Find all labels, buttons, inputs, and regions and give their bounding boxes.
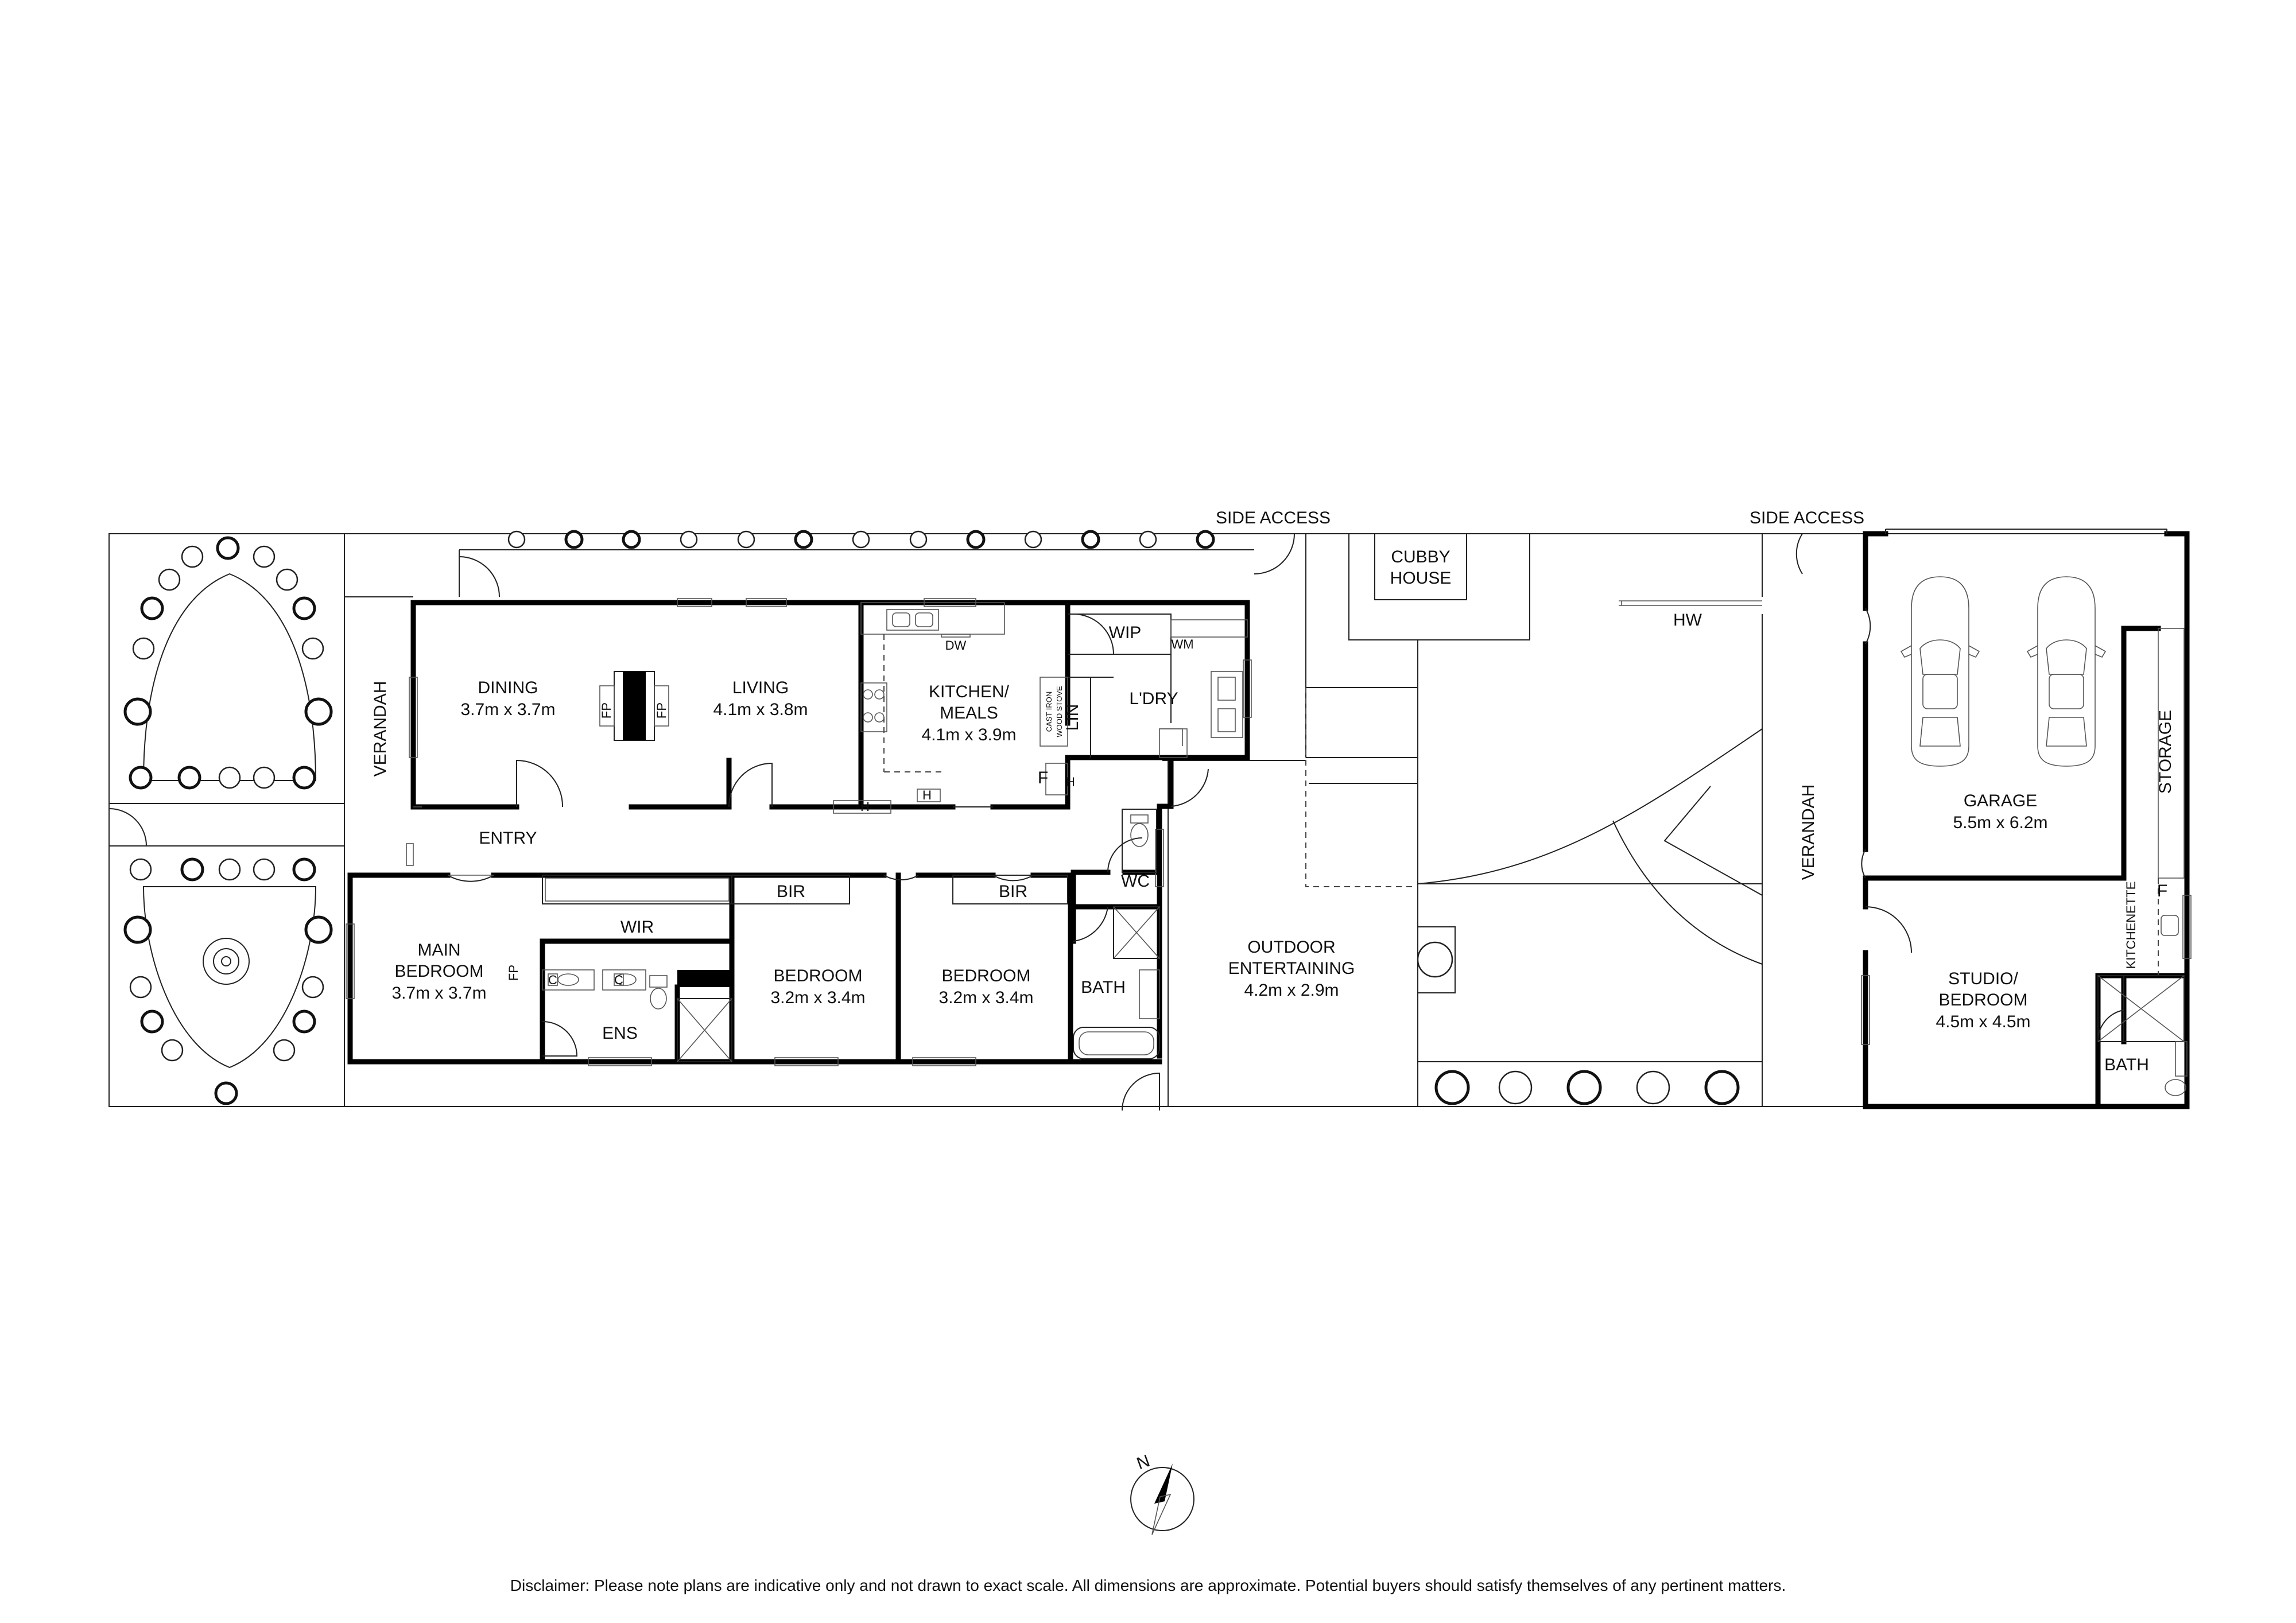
wood-stove-label: WOOD STOVE (1055, 686, 1064, 737)
room-size-garage: 5.5m x 6.2m (1953, 813, 2047, 832)
room-name-garage: GARAGE (1964, 791, 2037, 810)
side-access-label-1: SIDE ACCESS (1216, 508, 1331, 527)
c-label-2: C (614, 973, 623, 987)
north-arrow-icon: N (1130, 1451, 1194, 1535)
room-name-bedroom2: BEDROOM (773, 966, 862, 985)
side-access-label-2: SIDE ACCESS (1750, 508, 1864, 527)
room-size-bedroom3: 3.2m x 3.4m (938, 988, 1033, 1007)
verandah-label-2: VERANDAH (1799, 785, 1818, 880)
car-icon (1900, 576, 1980, 767)
labels: DINING 3.7m x 3.7m LIVING 4.1m x 3.8m KI… (371, 508, 2175, 1074)
room-size-dining: 3.7m x 3.7m (460, 700, 555, 719)
hw-label: HW (1673, 611, 1702, 630)
room-name-living: LIVING (732, 678, 789, 697)
room-name-wip: WIP (1109, 623, 1142, 642)
room-size-studio: 4.5m x 4.5m (1936, 1012, 2030, 1031)
room-name-main-bedroom-2: BEDROOM (394, 962, 483, 981)
verandah-label: VERANDAH (371, 681, 390, 777)
fp-label-2: FP (654, 702, 669, 719)
room-name-storage: STORAGE (2156, 710, 2175, 794)
cooktop-icon (860, 682, 887, 732)
room-name-lin: LIN (1063, 704, 1082, 731)
toilet-icon (1130, 823, 1149, 847)
room-name-laundry: L'DRY (1129, 689, 1178, 708)
f-label-2: F (2157, 882, 2167, 900)
north-label: N (1134, 1451, 1153, 1473)
room-name-bedroom3: BEDROOM (941, 966, 1030, 985)
fixtures (542, 576, 2188, 1096)
fp-label-3: FP (506, 965, 521, 981)
room-size-living: 4.1m x 3.8m (713, 700, 808, 719)
bir-label-1: BIR (777, 882, 805, 901)
room-name-outdoor-2: ENTERTAINING (1228, 959, 1355, 978)
f-label-1: F (1038, 768, 1048, 787)
car-icon (2026, 576, 2107, 767)
fountain-icon (203, 938, 250, 985)
room-name-main-bedroom: MAIN (418, 941, 461, 960)
room-name-wc: WC (1121, 872, 1150, 891)
shower-icon (1113, 906, 1160, 959)
garden-bed-south (142, 886, 317, 1069)
room-name-studio-2: BEDROOM (1938, 991, 2027, 1009)
room-size-main-bedroom: 3.7m x 3.7m (391, 984, 486, 1003)
site-outline (108, 533, 2188, 1107)
windows (346, 598, 2192, 1066)
room-name-cubby-2: HOUSE (1390, 569, 1452, 588)
wm-label: WM (1171, 637, 1193, 651)
dw-label: DW (945, 638, 967, 653)
garden-bed-north (142, 573, 317, 781)
shower-icon (677, 998, 732, 1062)
room-name-kitchen-2: MEALS (940, 704, 998, 723)
room-name-bath2: BATH (2104, 1055, 2149, 1074)
h-label-1: H (860, 799, 870, 814)
room-name-studio: STUDIO/ (1948, 969, 2018, 988)
room-size-bedroom2: 3.2m x 3.4m (770, 988, 865, 1007)
room-size-kitchen: 4.1m x 3.9m (921, 725, 1016, 744)
room-name-cubby: CUBBY (1391, 548, 1450, 566)
room-name-dining: DINING (478, 678, 538, 697)
toilet-icon (2165, 1079, 2186, 1096)
garden (123, 530, 1740, 1105)
bir-label-2: BIR (999, 882, 1027, 901)
room-name-kitchenette: KITCHENETTE (2124, 882, 2138, 969)
bathtub-icon (1073, 1027, 1160, 1059)
h-label-2: H (922, 788, 932, 802)
room-name-wir: WIR (620, 918, 654, 937)
c-label-1: C (548, 973, 557, 987)
disclaimer: Disclaimer: Please note plans are indica… (510, 1577, 1786, 1594)
fp-label-1: FP (599, 702, 614, 719)
room-name-entry: ENTRY (479, 829, 537, 848)
sink-icon (886, 609, 939, 631)
cast-iron-label: CAST IRON (1045, 692, 1053, 732)
room-name-bath: BATH (1081, 978, 1126, 997)
room-name-outdoor: OUTDOOR (1247, 938, 1335, 957)
room-name-ens: ENS (602, 1024, 638, 1043)
doors (108, 533, 2124, 1111)
toilet-icon (650, 988, 667, 1009)
room-name-kitchen: KITCHEN/ (929, 682, 1010, 701)
h-label-3: H (1066, 775, 1075, 789)
room-size-outdoor: 4.2m x 2.9m (1244, 981, 1339, 1000)
